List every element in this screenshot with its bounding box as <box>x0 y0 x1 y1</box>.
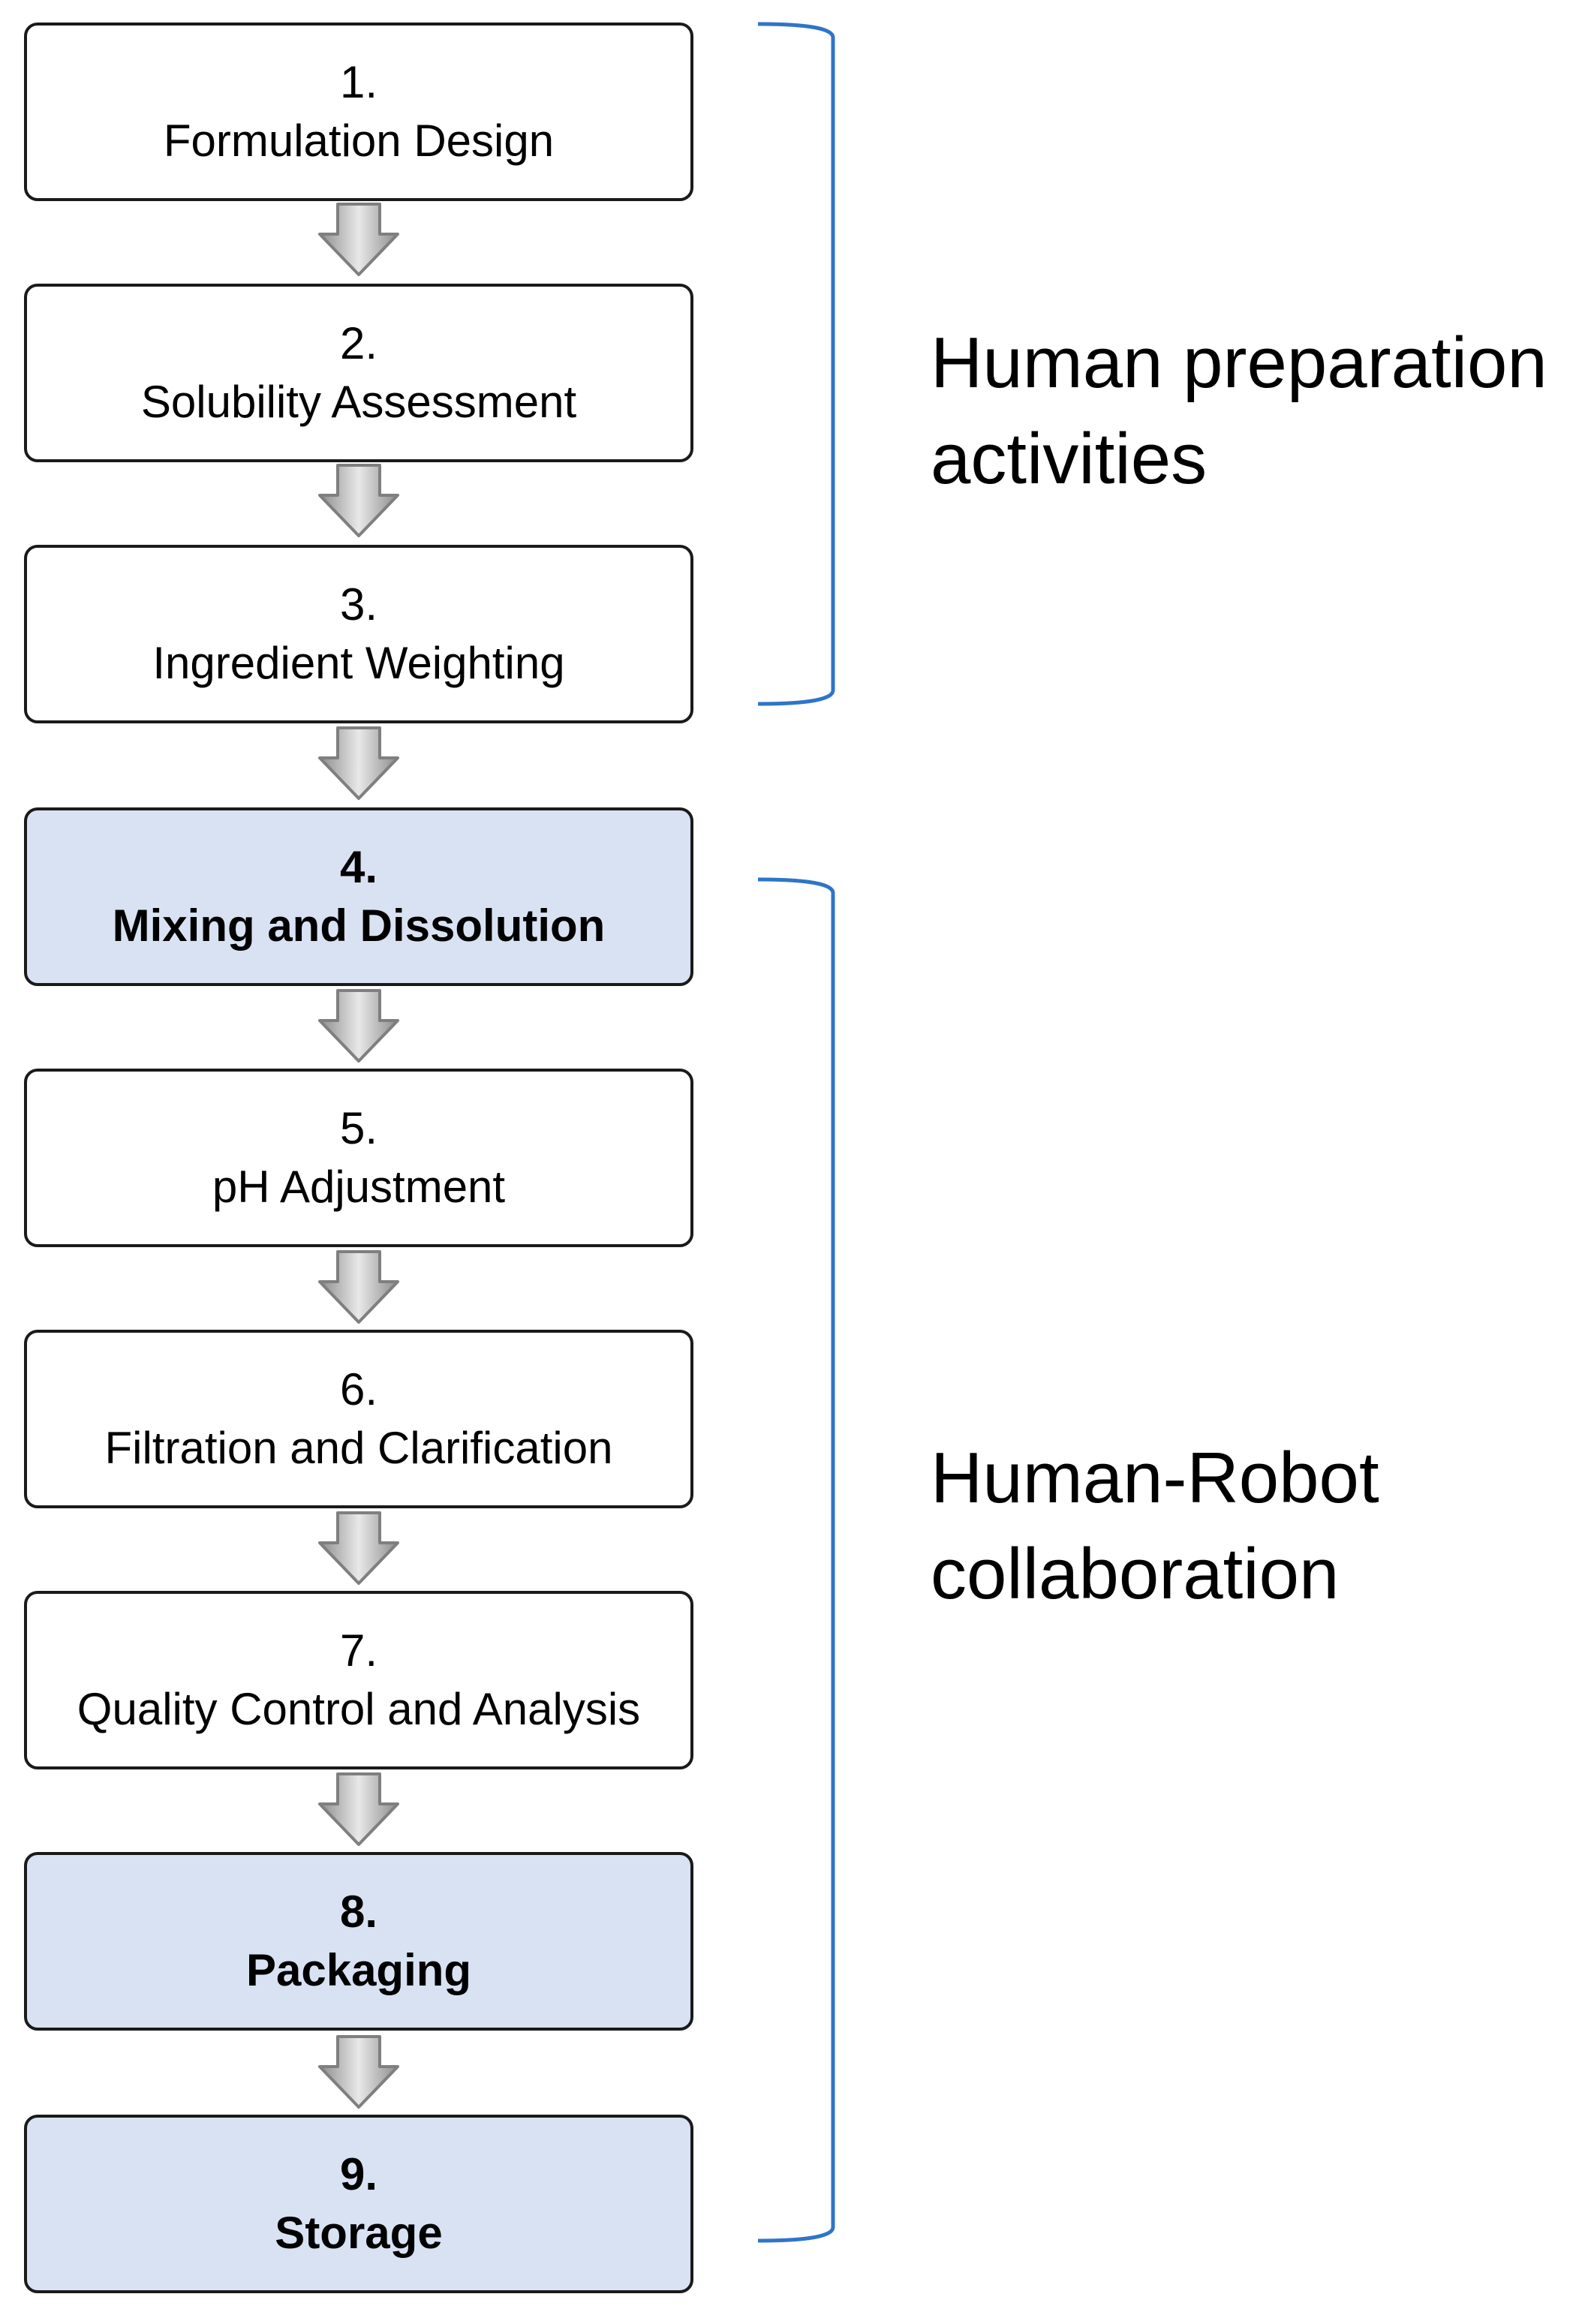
down-arrow-icon <box>318 989 399 1063</box>
step-label: Mixing and Dissolution <box>112 900 606 951</box>
step-9-box: 9. Storage <box>24 2115 693 2293</box>
human-robot-bracket <box>757 877 835 2243</box>
down-arrow-icon <box>318 2035 399 2109</box>
step-3-box: 3. Ingredient Weighting <box>24 545 693 723</box>
down-arrow-icon <box>318 1511 399 1585</box>
step-number: 5. <box>339 1103 378 1153</box>
step-label: Packaging <box>245 1945 472 1995</box>
step-6-box: 6. Filtration and Clarification <box>24 1330 693 1508</box>
step-number: 4. <box>339 842 378 892</box>
step-label: Storage <box>275 2208 443 2258</box>
step-1-box: 1. Formulation Design <box>24 23 693 201</box>
down-arrow-icon <box>318 1250 399 1324</box>
step-label: Filtration and Clarification <box>104 1423 613 1473</box>
step-4-box: 4. Mixing and Dissolution <box>24 807 693 986</box>
group-label-line: Human preparation <box>931 323 1547 403</box>
step-7-box: 7. Quality Control and Analysis <box>24 1591 693 1769</box>
down-arrow-icon <box>318 726 399 800</box>
step-label: Ingredient Weighting <box>152 638 565 688</box>
group-label-human-robot: Human-Robot collaboration <box>931 1430 1379 1622</box>
group-label-line: Human-Robot <box>931 1438 1379 1518</box>
step-number: 3. <box>339 579 378 630</box>
step-2-box: 2. Solubility Assessment <box>24 284 693 462</box>
step-number: 2. <box>339 318 378 368</box>
down-arrow-icon <box>318 1772 399 1846</box>
human-preparation-bracket <box>757 22 835 706</box>
step-label: Quality Control and Analysis <box>77 1684 641 1734</box>
group-label-line: collaboration <box>931 1534 1340 1614</box>
step-number: 6. <box>339 1364 378 1415</box>
step-number: 7. <box>339 1625 378 1676</box>
step-8-box: 8. Packaging <box>24 1852 693 2031</box>
group-label-line: activities <box>931 419 1208 499</box>
step-5-box: 5. pH Adjustment <box>24 1069 693 1247</box>
step-number: 1. <box>339 57 378 107</box>
step-number: 8. <box>339 1887 378 1937</box>
down-arrow-icon <box>318 203 399 276</box>
step-number: 9. <box>339 2149 378 2199</box>
step-label: Solubility Assessment <box>140 377 577 427</box>
down-arrow-icon <box>318 464 399 537</box>
step-label: Formulation Design <box>163 116 555 166</box>
group-label-human-preparation: Human preparation activities <box>931 315 1547 507</box>
step-label: pH Adjustment <box>212 1162 506 1212</box>
